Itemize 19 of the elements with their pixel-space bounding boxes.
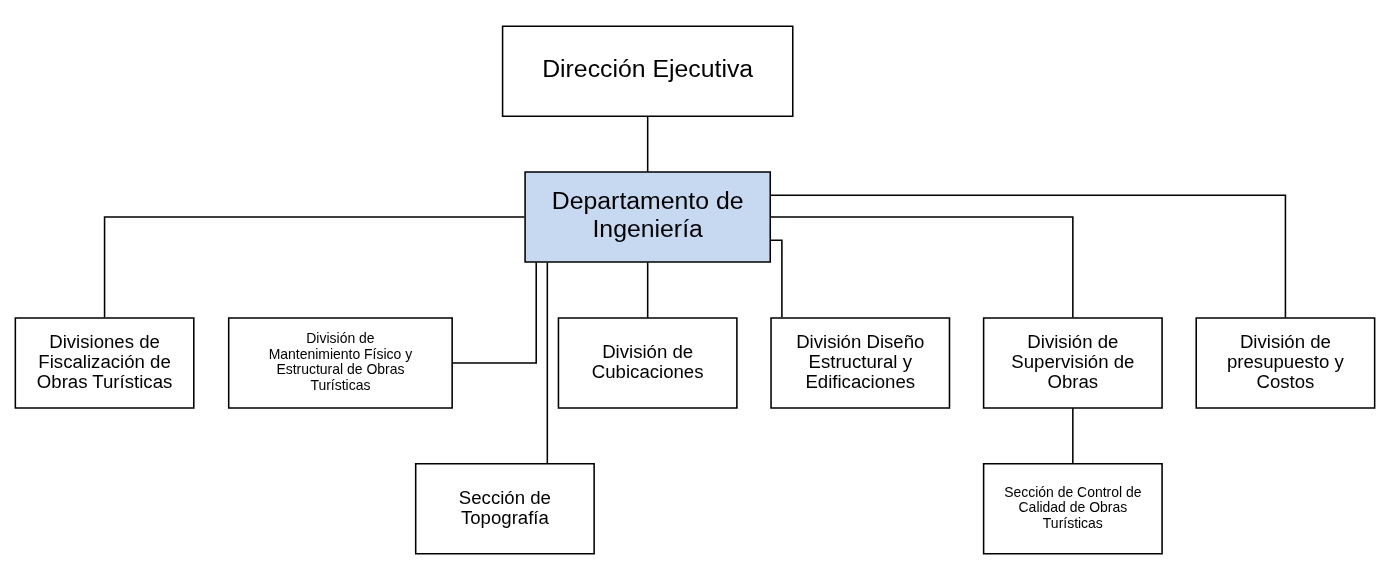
node-box: Divisiones de Fiscalización de Obras Turísticas (14, 317, 195, 409)
connector (1072, 407, 1074, 465)
connector (769, 239, 783, 319)
connector (451, 261, 537, 364)
connector (769, 216, 1074, 319)
connector (546, 261, 549, 465)
node-box: Sección de Control de Calidad de Obras Turísticas (982, 463, 1163, 555)
node-box: División de Cubicaciones (557, 317, 738, 409)
node-box: Sección de Topografía (414, 463, 595, 555)
connector (646, 115, 649, 173)
node-box: División de Supervisión de Obras (982, 317, 1163, 409)
node-box: División de Mantenimiento Físico y Estructural de Obras Turísticas (227, 317, 453, 409)
node-box: Dirección Ejecutiva (501, 25, 794, 117)
node-box: Departamento de Ingeniería (524, 171, 772, 263)
node-box: División de presupuesto y Costos (1195, 317, 1376, 409)
connector (769, 194, 1287, 319)
node-box: División Diseño Estructural y Edificaciones (770, 317, 951, 409)
connector (103, 216, 526, 319)
connector (646, 261, 649, 319)
